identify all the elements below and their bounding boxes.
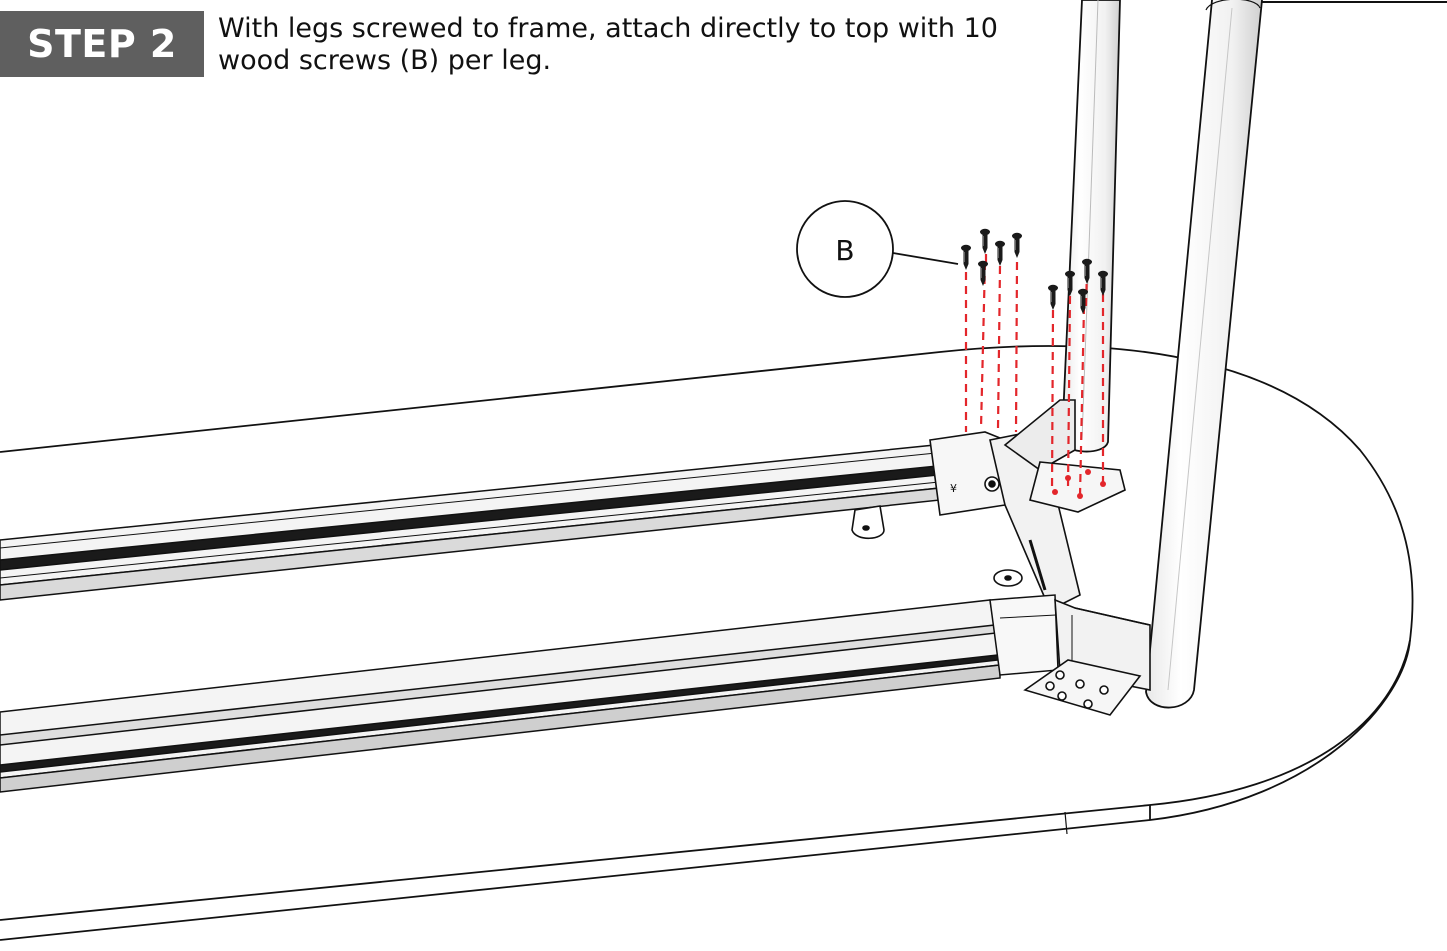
mounting-plate-front <box>1023 659 1142 716</box>
callout-circle: B <box>796 200 959 298</box>
step-label: STEP 2 <box>27 22 177 66</box>
step-badge: STEP 2 <box>0 11 204 77</box>
table-leg-front <box>1145 0 1263 709</box>
frame-rail-lower <box>0 594 1059 793</box>
corner-bracket <box>851 399 1081 612</box>
callout-label: B <box>835 234 854 267</box>
svg-text:¥: ¥ <box>950 482 957 495</box>
step-instruction: With legs screwed to frame, attach direc… <box>218 13 998 76</box>
mounting-plate-rear <box>1029 461 1126 513</box>
screw-guide-lines <box>964 240 1105 497</box>
